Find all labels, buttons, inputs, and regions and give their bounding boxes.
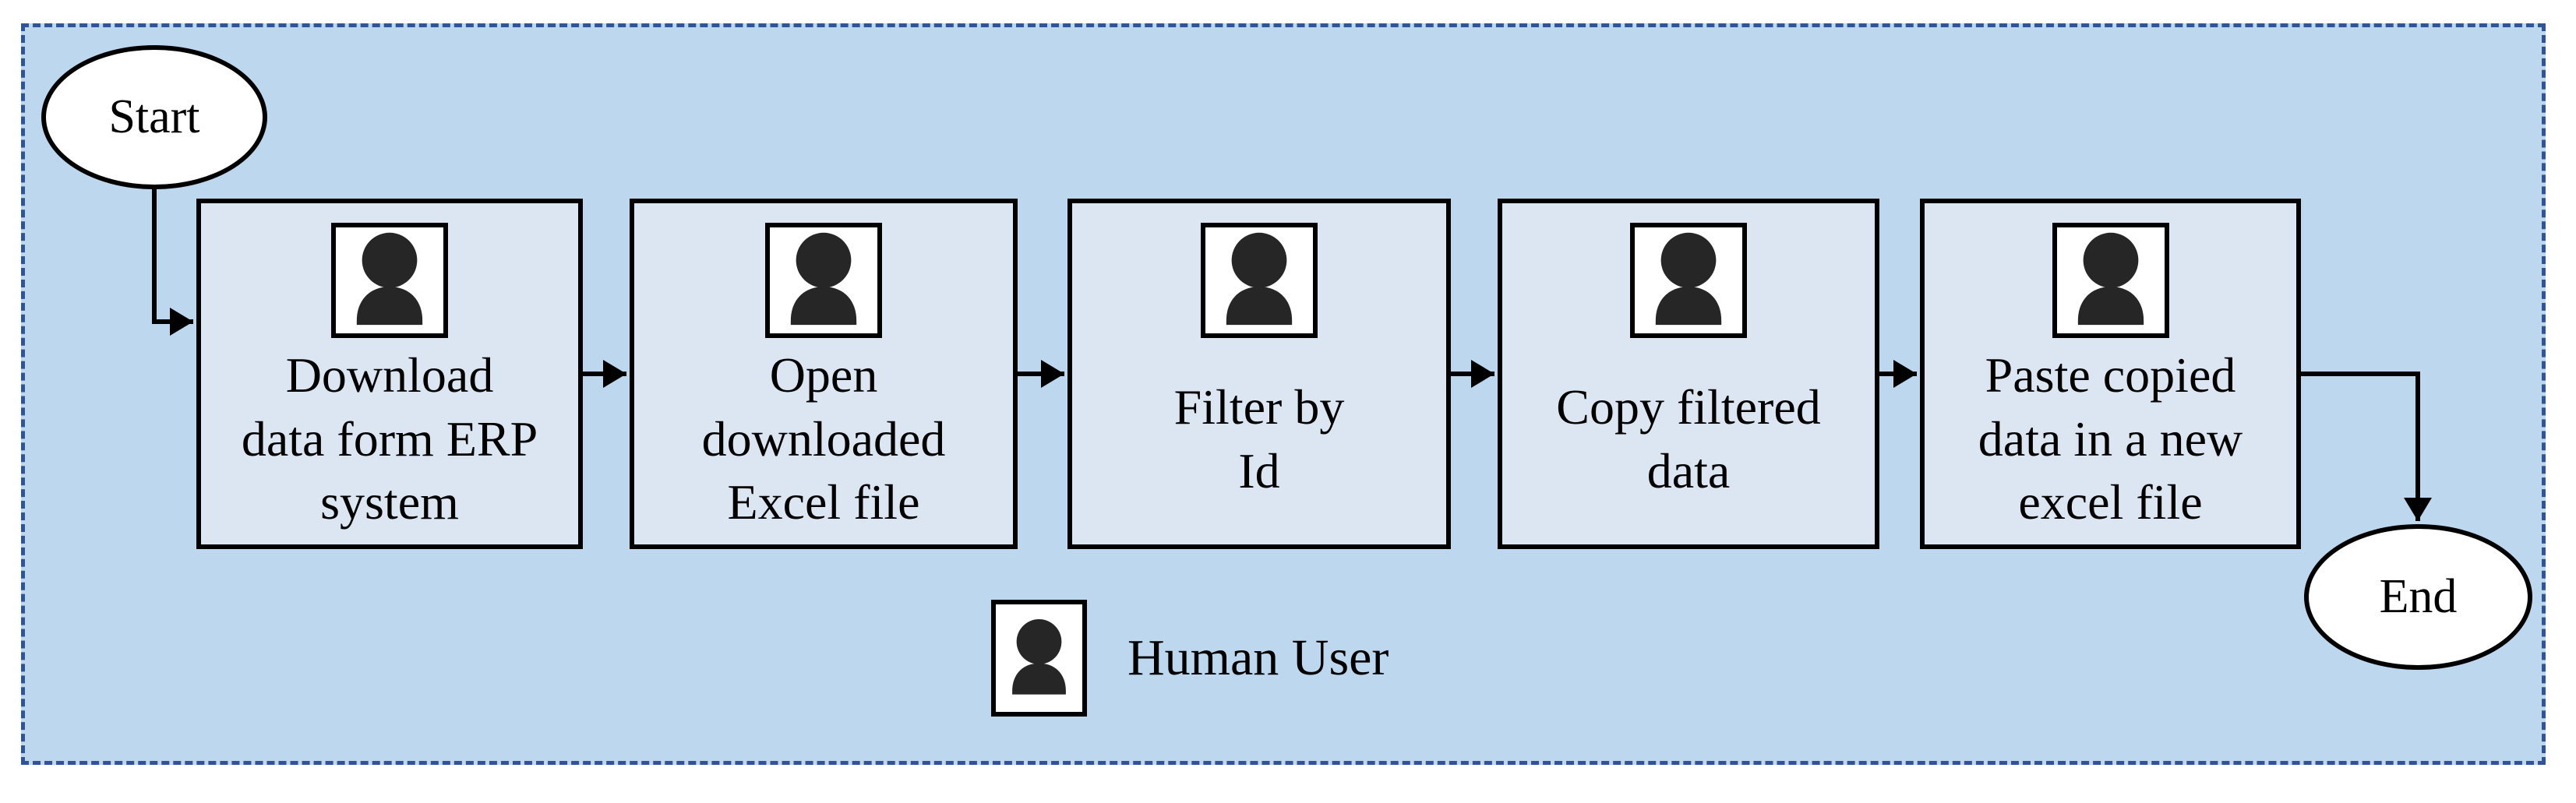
person-silhouette-icon <box>996 604 1082 712</box>
person-silhouette-icon <box>1635 227 1742 333</box>
start-label: Start <box>108 90 200 143</box>
start-node: Start <box>41 45 267 189</box>
end-node: End <box>2304 524 2532 670</box>
legend-human-user-icon <box>991 600 1087 717</box>
step-label: Copy filtered data <box>1556 379 1821 498</box>
person-silhouette-icon <box>1205 227 1313 333</box>
human-user-icon <box>1201 223 1318 338</box>
step-label: Filter by Id <box>1173 379 1345 498</box>
step-label: Paste copied data in a new excel file <box>1978 347 2243 530</box>
human-user-icon <box>1630 223 1747 338</box>
person-silhouette-icon <box>2057 227 2165 333</box>
person-silhouette-icon <box>770 227 877 333</box>
person-silhouette-icon <box>336 227 443 333</box>
human-user-icon <box>765 223 882 338</box>
human-user-icon <box>2052 223 2169 338</box>
end-label: End <box>2379 570 2458 623</box>
process-step-open-excel: Open downloaded Excel file <box>630 199 1018 549</box>
step-label: Open downloaded Excel file <box>701 347 946 530</box>
step-label: Download data form ERP system <box>241 347 538 530</box>
process-step-download-data: Download data form ERP system <box>196 199 583 549</box>
human-user-icon <box>331 223 448 338</box>
legend: Human User <box>991 600 1389 717</box>
process-step-paste-copied-data: Paste copied data in a new excel file <box>1920 199 2301 549</box>
process-step-copy-filtered-data: Copy filtered data <box>1498 199 1879 549</box>
legend-label: Human User <box>1127 629 1389 686</box>
process-step-filter-by-id: Filter by Id <box>1067 199 1451 549</box>
